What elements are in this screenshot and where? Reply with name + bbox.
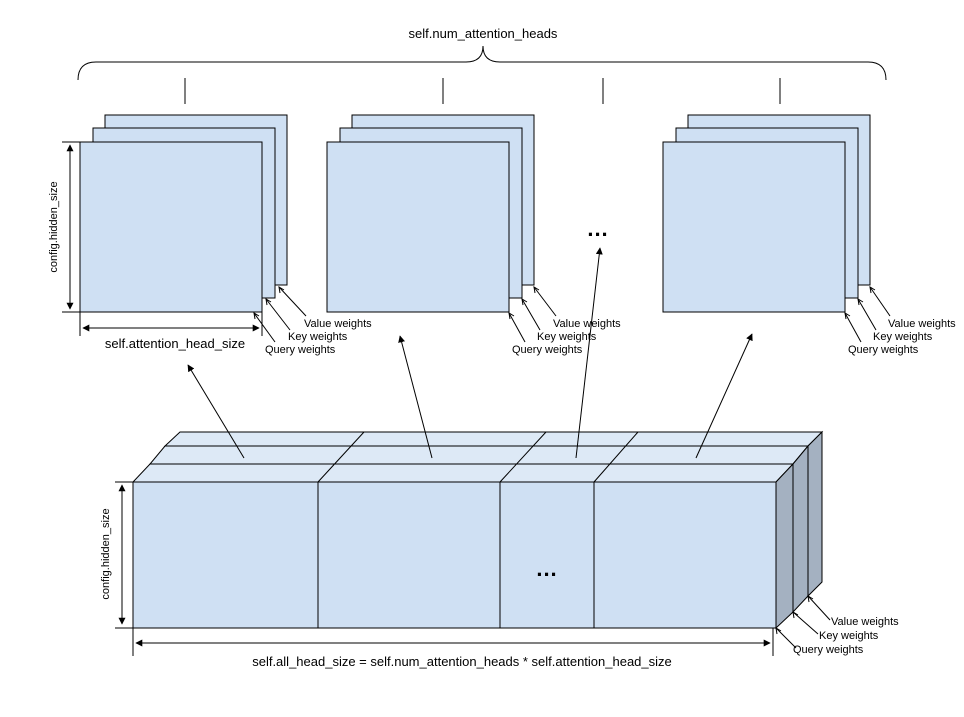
- tensor-top-value-layer: [163, 431, 824, 447]
- head-stack-2: Value weights Key weights Query weights: [326, 114, 621, 356]
- key-weights-label: Key weights: [537, 331, 597, 343]
- bottom-value-weights-label: Value weights: [831, 616, 899, 628]
- value-pointer: [869, 286, 891, 317]
- heads-ellipsis: ...: [587, 216, 608, 241]
- slice-arrow-ellipsis: [575, 247, 603, 459]
- query-pointer: [508, 312, 526, 343]
- bottom-key-weights-label: Key weights: [819, 630, 879, 642]
- hidden-size-label-top: config.hidden_size: [48, 181, 60, 272]
- top-divider-1: [317, 431, 365, 483]
- query-weights-label: Query weights: [848, 344, 919, 356]
- bottom-value-pointer: [807, 595, 831, 621]
- slice-arrow-head-2: [398, 335, 433, 459]
- top-divider-2: [499, 431, 547, 483]
- tensor-side-query: [775, 462, 794, 630]
- key-pointer: [265, 298, 291, 331]
- tensor-top-key-layer: [148, 445, 810, 465]
- key-pointer: [521, 298, 541, 331]
- query-weights-label: Query weights: [265, 344, 336, 356]
- query-weight-matrix: [326, 141, 510, 313]
- query-pointer: [844, 312, 862, 343]
- num-heads-brace: [77, 45, 887, 81]
- head-size-label: self.attention_head_size: [105, 336, 245, 351]
- query-weight-matrix: [79, 141, 263, 313]
- key-pointer: [857, 298, 877, 331]
- key-weights-label: Key weights: [288, 331, 348, 343]
- bottom-query-pointer: [775, 627, 797, 649]
- tensor-side-key: [792, 444, 809, 614]
- head-stack-n: Value weights Key weights Query weights: [662, 114, 956, 356]
- head-stack-1: Value weights Key weights Query weights: [79, 114, 372, 356]
- query-pointer: [253, 312, 276, 343]
- tensor-top-query-layer: [131, 463, 795, 483]
- key-weights-label: Key weights: [873, 331, 933, 343]
- value-pointer: [533, 286, 557, 317]
- slice-arrow-head-1: [187, 364, 245, 459]
- value-weights-label: Value weights: [888, 318, 956, 330]
- query-weight-matrix: [662, 141, 846, 313]
- value-weights-label: Value weights: [304, 318, 372, 330]
- hidden-size-label-bottom: config.hidden_size: [100, 508, 112, 599]
- slice-arrow-head-n: [695, 333, 753, 459]
- combined-weight-tensor: [131, 430, 824, 630]
- bottom-query-weights-label: Query weights: [793, 644, 864, 656]
- value-pointer: [278, 286, 307, 317]
- top-divider-3: [593, 431, 639, 483]
- tensor-front-face: [132, 481, 777, 629]
- num-heads-label: self.num_attention_heads: [409, 26, 558, 41]
- tensor-side-value: [807, 430, 823, 598]
- query-weights-label: Query weights: [512, 344, 583, 356]
- value-weights-label: Value weights: [553, 318, 621, 330]
- bottom-key-pointer: [792, 611, 819, 635]
- all-head-size-label: self.all_head_size = self.num_attention_…: [252, 654, 672, 669]
- tensor-ellipsis: ...: [536, 556, 557, 581]
